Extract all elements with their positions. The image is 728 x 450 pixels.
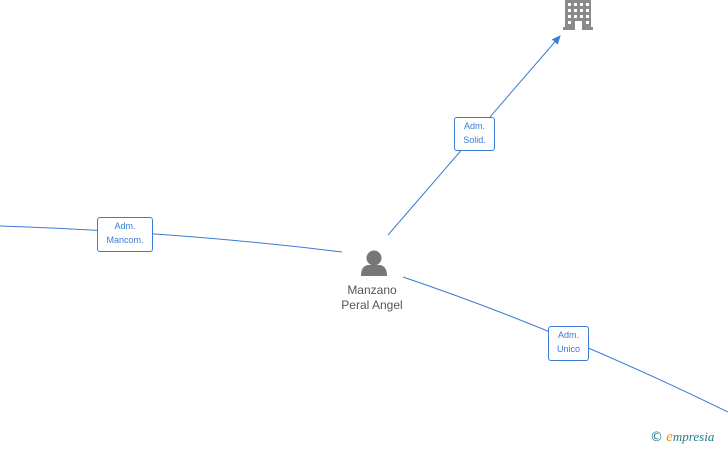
brand-logo-letter: e xyxy=(666,429,673,445)
edge-label-line2: Mancom. xyxy=(106,235,144,245)
brand-watermark: © empresia xyxy=(650,429,714,446)
person-name[interactable]: Manzano Peral Angel xyxy=(322,283,422,313)
edge-label-line2: Solid. xyxy=(463,135,486,145)
edge-label-line1: Adm. xyxy=(557,330,579,340)
building-icon[interactable] xyxy=(563,0,593,30)
copyright-icon: © xyxy=(650,430,663,445)
person-name-line1: Manzano xyxy=(347,283,397,297)
edge-label-line2: Unico xyxy=(556,344,580,354)
brand-logo-text: mpresia xyxy=(672,429,715,444)
edge-label-adm-mancom[interactable]: Adm. Mancom. xyxy=(97,217,153,252)
edge-label-line1: Adm. xyxy=(463,121,485,131)
edge-label-adm-solid[interactable]: Adm. Solid. xyxy=(454,117,495,151)
person-icon[interactable] xyxy=(361,250,387,277)
edge-label-adm-unico[interactable]: Adm. Unico xyxy=(548,326,589,361)
edge-line-mancom xyxy=(0,225,343,253)
edge-label-line1: Adm. xyxy=(114,221,136,231)
person-name-line2: Peral Angel xyxy=(341,298,403,312)
